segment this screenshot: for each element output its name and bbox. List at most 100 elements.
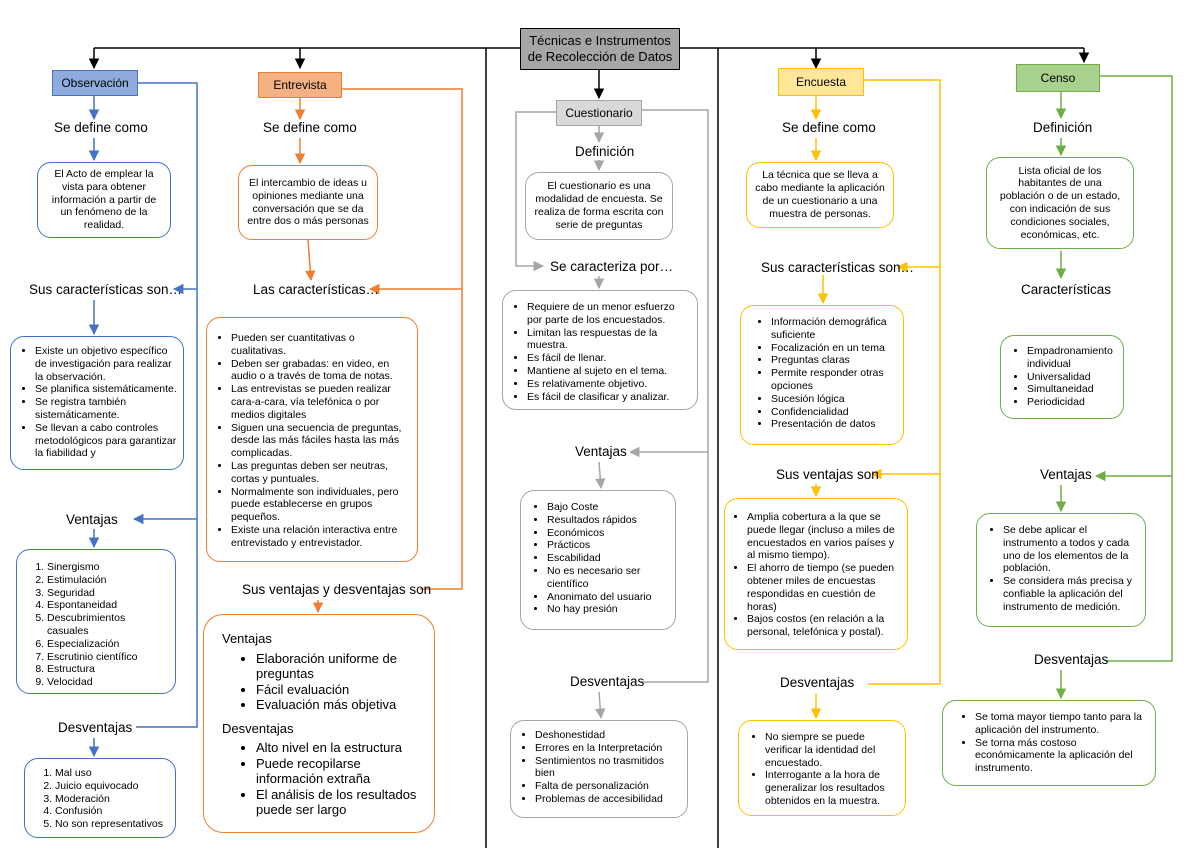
cuestionario-definition-box: El cuestionario es una modalidad de encu…: [525, 172, 673, 240]
cuestionario-definition: El cuestionario es una modalidad de encu…: [534, 180, 664, 231]
list-item: Resultados rápidos: [547, 514, 671, 527]
list-item: Problemas de accesibilidad: [535, 793, 683, 806]
cuestionario-char-label: Se caracteriza por…: [550, 259, 674, 274]
list-item: No siempre se puede verificar la identid…: [765, 731, 899, 769]
list-item: Presentación de datos: [771, 418, 899, 431]
list-item: Bajos costos (en relación a la personal,…: [747, 613, 899, 639]
censo-char-list: Empadronamiento individual Universalidad…: [1007, 345, 1119, 409]
list-item: Universalidad: [1027, 371, 1119, 384]
list-item: Seguridad: [47, 587, 169, 600]
cuestionario-dis-box: Deshonestidad Errores en la Interpretaci…: [510, 720, 688, 818]
list-item: Se debe aplicar el instrumento a todos y…: [1003, 524, 1139, 575]
cuestionario-header-label: Cuestionario: [565, 106, 633, 120]
list-item: Económicos: [547, 527, 671, 540]
entrevista-char-label: Las características…: [253, 282, 380, 297]
encuesta-adv-list: Amplia cobertura a la que se puede llega…: [727, 511, 899, 639]
cuestionario-def-label: Definición: [575, 144, 635, 159]
censo-definition: Lista oficial de los habitantes de una p…: [999, 164, 1121, 241]
encuesta-char-list: Información demográfica suficiente Focal…: [751, 316, 899, 431]
list-item: Escrutinio científico: [47, 651, 169, 664]
encuesta-char-box: Información demográfica suficiente Focal…: [740, 305, 904, 445]
cuestionario-adv-list: Bajo Coste Resultados rápidos Económicos…: [527, 501, 671, 616]
main-title: Técnicas e Instrumentos de Recolección d…: [527, 33, 673, 64]
list-item: No son representativos: [55, 818, 169, 831]
entrevista-char-box: Pueden ser cuantitativas o cualitativas.…: [206, 317, 418, 562]
list-item: Confidencialidad: [771, 406, 899, 419]
censo-adv-label: Ventajas: [1040, 467, 1092, 482]
observacion-adv-list: Sinergismo Estimulación Seguridad Espont…: [27, 561, 169, 689]
list-item: Elaboración uniforme de preguntas: [256, 651, 424, 682]
list-item: Sentimientos no trasmitidos bien: [535, 755, 683, 781]
encuesta-char-label: Sus características son…: [761, 260, 915, 275]
list-item: El ahorro de tiempo (se pueden obtener m…: [747, 562, 899, 613]
list-item: Se considera más precisa y confiable la …: [1003, 575, 1139, 613]
observacion-adv-box: Sinergismo Estimulación Seguridad Espont…: [16, 549, 176, 694]
list-item: Es fácil de clasificar y analizar.: [527, 391, 691, 404]
cuestionario-adv-label: Ventajas: [575, 444, 627, 459]
list-item: Alto nivel en la estructura: [256, 740, 424, 756]
list-item: Existe una relación interactiva entre en…: [231, 524, 409, 550]
list-item: Falta de personalización: [535, 780, 683, 793]
list-item: Existe un objetivo específico de investi…: [35, 345, 177, 383]
list-item: No es necesario ser científico: [547, 565, 671, 591]
observacion-char-list: Existe un objetivo específico de investi…: [15, 345, 177, 460]
observacion-definition-box: El Acto de emplear la vista para obtener…: [37, 162, 171, 238]
observacion-dis-list: Mal uso Juicio equivocado Moderación Con…: [35, 767, 169, 831]
encuesta-adv-box: Amplia cobertura a la que se puede llega…: [724, 498, 908, 650]
list-item: Espontaneidad: [47, 599, 169, 612]
list-item: Estimulación: [47, 574, 169, 587]
observacion-char-box: Existe un objetivo específico de investi…: [10, 336, 184, 470]
main-title-box: Técnicas e Instrumentos de Recolección d…: [520, 28, 680, 70]
observacion-dis-box: Mal uso Juicio equivocado Moderación Con…: [24, 758, 176, 838]
list-item: Sucesión lógica: [771, 393, 899, 406]
censo-dis-label: Desventajas: [1034, 652, 1109, 667]
cuestionario-char-box: Requiere de un menor esfuerzo por parte …: [502, 290, 698, 410]
entrevista-definition-box: El intercambio de ideas u opiniones medi…: [238, 165, 378, 240]
censo-adv-box: Se debe aplicar el instrumento a todos y…: [976, 513, 1146, 627]
censo-header: Censo: [1016, 64, 1100, 92]
list-item: Se registra también sistemáticamente.: [35, 396, 177, 422]
list-item: Anonimato del usuario: [547, 591, 671, 604]
encuesta-header: Encuesta: [778, 68, 864, 96]
encuesta-adv-label: Sus ventajas son: [776, 467, 879, 482]
entrevista-definition: El intercambio de ideas u opiniones medi…: [247, 176, 369, 228]
list-item: Moderación: [55, 793, 169, 806]
cuestionario-dis-label: Desventajas: [570, 674, 645, 689]
observacion-definition: El Acto de emplear la vista para obtener…: [51, 168, 157, 232]
list-item: Empadronamiento individual: [1027, 345, 1119, 371]
censo-dis-box: Se toma mayor tiempo tanto para la aplic…: [942, 700, 1156, 786]
entrevista-char-list: Pueden ser cuantitativas o cualitativas.…: [211, 332, 409, 550]
encuesta-dis-box: No siempre se puede verificar la identid…: [738, 720, 906, 816]
encuesta-header-label: Encuesta: [795, 75, 847, 89]
list-item: Las preguntas deben ser neutras, cortas …: [231, 460, 409, 486]
list-item: Normalmente son individuales, pero puede…: [231, 486, 409, 524]
list-item: Es fácil de llenar.: [527, 352, 691, 365]
list-item: Especialización: [47, 638, 169, 651]
entrevista-header: Entrevista: [258, 72, 342, 98]
list-item: Velocidad: [47, 676, 169, 689]
list-item: Se torna más costoso económicamente la a…: [975, 737, 1149, 775]
list-item: Información demográfica suficiente: [771, 316, 899, 342]
list-item: Deshonestidad: [535, 729, 683, 742]
list-item: Permite responder otras opciones: [771, 367, 899, 393]
censo-header-label: Censo: [1040, 71, 1076, 85]
list-item: Mal uso: [55, 767, 169, 780]
entrevista-header-label: Entrevista: [273, 78, 327, 92]
list-item: Simultaneidad: [1027, 383, 1119, 396]
observacion-char-label: Sus características son…: [29, 282, 183, 297]
list-item: Bajo Coste: [547, 501, 671, 514]
list-item: Errores en la Interpretación: [535, 742, 683, 755]
list-item: Periodicidad: [1027, 396, 1119, 409]
censo-dis-list: Se toma mayor tiempo tanto para la aplic…: [955, 711, 1149, 775]
entrevista-vd-label: Sus ventajas y desventajas son: [242, 582, 432, 597]
entrevista-dis-list: Alto nivel en la estructura Puede recopi…: [222, 740, 424, 818]
list-item: Descubrimientos casuales: [47, 612, 169, 638]
list-item: Se llevan a cabo controles metodológicos…: [35, 422, 177, 460]
entrevista-define-label: Se define como: [263, 120, 357, 135]
list-item: Interrogante a la hora de generalizar lo…: [765, 769, 899, 807]
list-item: Mantiene al sujeto en el tema.: [527, 365, 691, 378]
list-item: Requiere de un menor esfuerzo por parte …: [527, 301, 691, 327]
cuestionario-dis-list: Deshonestidad Errores en la Interpretaci…: [515, 729, 683, 806]
entrevista-adv-title: Ventajas: [222, 631, 272, 646]
